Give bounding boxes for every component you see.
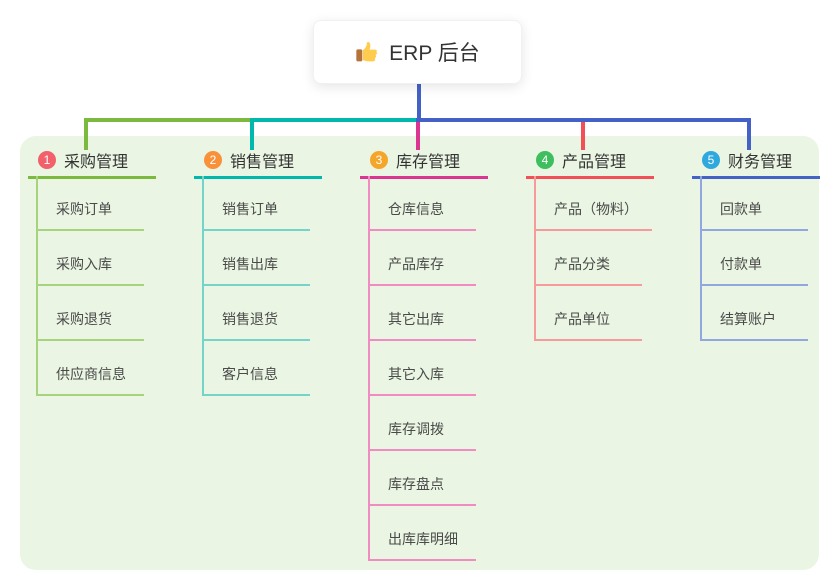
child-node[interactable]: 付款单: [700, 252, 808, 286]
child-node[interactable]: 其它入库: [368, 362, 476, 396]
branch-index-badge: 4: [536, 151, 554, 169]
child-node[interactable]: 回款单: [700, 197, 808, 231]
branch-drop-line: [416, 120, 420, 150]
child-node[interactable]: 产品（物料）: [534, 197, 652, 231]
child-node[interactable]: 其它出库: [368, 307, 476, 341]
branch-drop-line: [250, 120, 254, 150]
branch-children-rail: [700, 176, 702, 341]
child-node[interactable]: 库存盘点: [368, 472, 476, 506]
child-node[interactable]: 产品单位: [534, 307, 642, 341]
branch-label: 采购管理: [64, 154, 129, 171]
thumbs-up-icon: [355, 40, 379, 64]
child-node[interactable]: 采购入库: [36, 252, 144, 286]
child-node[interactable]: 采购订单: [36, 197, 144, 231]
branch-node-product[interactable]: 4 产品管理: [526, 147, 654, 179]
child-node[interactable]: 出库库明细: [368, 527, 476, 561]
child-node[interactable]: 销售订单: [202, 197, 310, 231]
child-node[interactable]: 库存调拨: [368, 417, 476, 451]
child-node[interactable]: 销售退货: [202, 307, 310, 341]
root-link-line: [417, 82, 421, 122]
branch-label: 产品管理: [562, 154, 627, 171]
child-node[interactable]: 供应商信息: [36, 362, 144, 396]
root-node[interactable]: ERP 后台: [313, 20, 522, 84]
child-node[interactable]: 销售出库: [202, 252, 310, 286]
branch-children-rail: [36, 176, 38, 396]
branch-children-rail: [368, 176, 370, 561]
branch-node-finance[interactable]: 5 财务管理: [692, 147, 820, 179]
branch-label: 财务管理: [728, 154, 793, 171]
branch-label: 销售管理: [230, 154, 295, 171]
branch-node-inventory[interactable]: 3 库存管理: [360, 147, 488, 179]
child-node[interactable]: 产品分类: [534, 252, 642, 286]
branch-children-rail: [534, 176, 536, 341]
child-node[interactable]: 产品库存: [368, 252, 476, 286]
branch-drop-line: [84, 120, 88, 150]
root-title: ERP 后台: [389, 42, 480, 65]
branch-index-badge: 3: [370, 151, 388, 169]
branch-drop-line: [581, 120, 585, 150]
branch-index-badge: 1: [38, 151, 56, 169]
branch-node-sales[interactable]: 2 销售管理: [194, 147, 322, 179]
bus-segment-green: [84, 118, 254, 122]
child-node[interactable]: 采购退货: [36, 307, 144, 341]
branch-index-badge: 5: [702, 151, 720, 169]
branch-drop-line: [747, 120, 751, 150]
child-node[interactable]: 结算账户: [700, 307, 808, 341]
branch-index-badge: 2: [204, 151, 222, 169]
branches-panel: [20, 136, 819, 570]
bus-segment-blue: [416, 118, 751, 122]
branch-children-rail: [202, 176, 204, 396]
child-node[interactable]: 客户信息: [202, 362, 310, 396]
child-node[interactable]: 仓库信息: [368, 197, 476, 231]
branch-node-purchase[interactable]: 1 采购管理: [28, 147, 156, 179]
bus-segment-teal: [250, 118, 420, 122]
branch-label: 库存管理: [396, 154, 461, 171]
